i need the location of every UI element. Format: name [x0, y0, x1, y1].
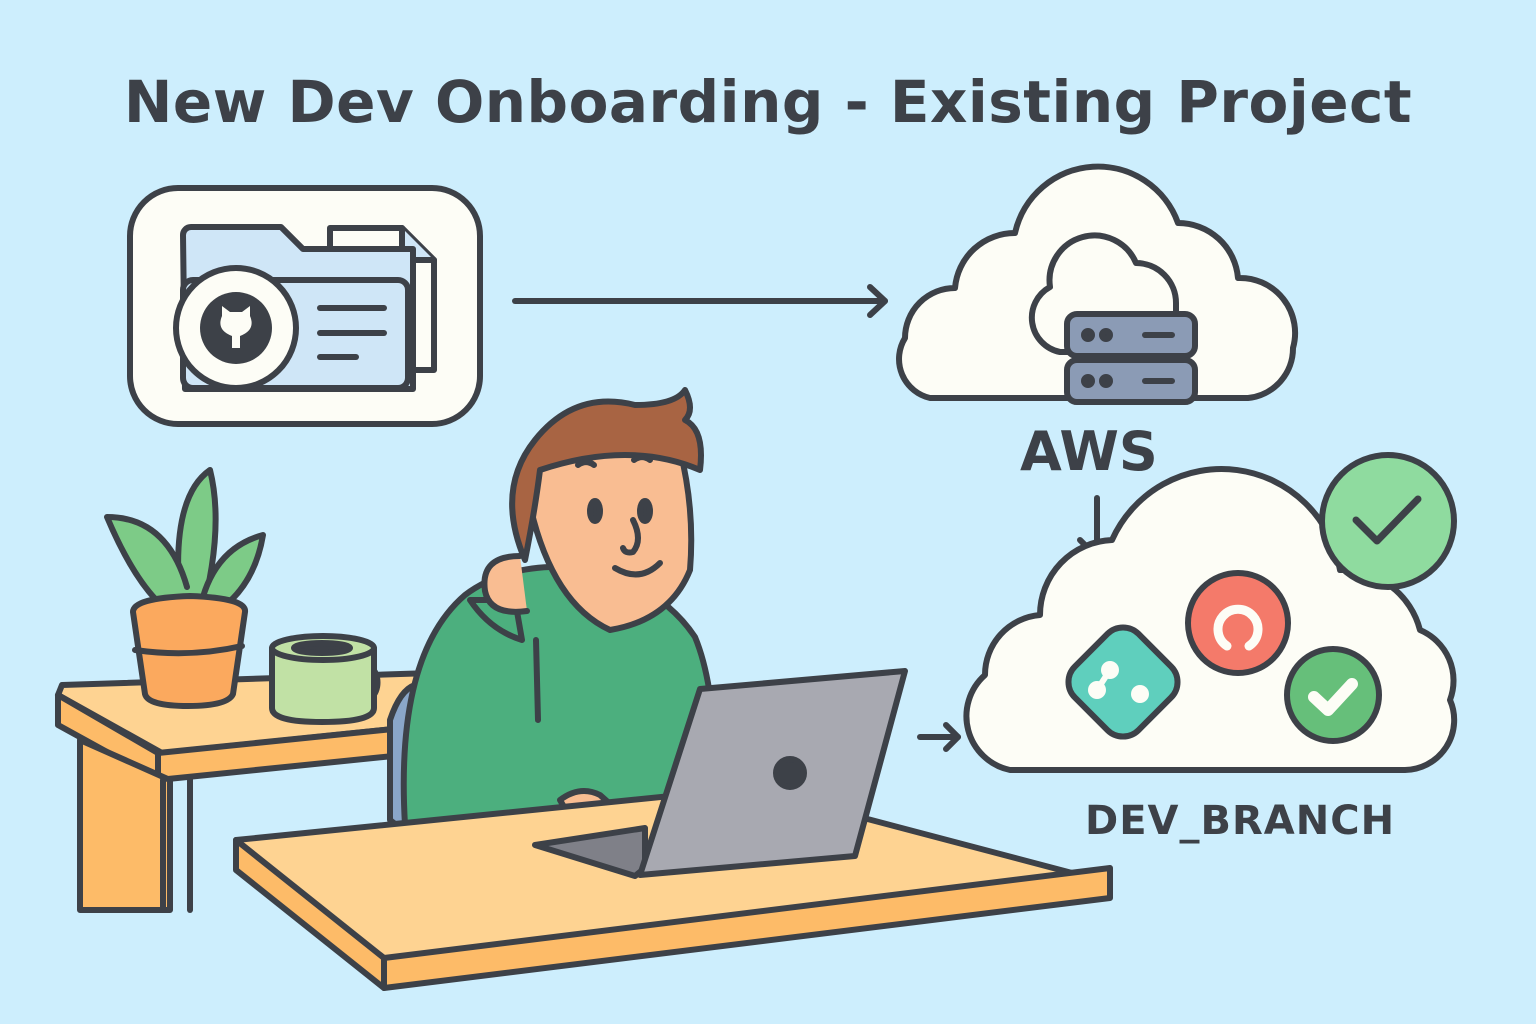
check-icon	[1284, 646, 1382, 744]
check-circle-icon	[1319, 452, 1457, 590]
dev-branch-cloud-icon	[963, 452, 1458, 773]
git-branch-icon	[1065, 624, 1181, 740]
plant-icon	[104, 467, 266, 709]
coffee-mug-icon	[269, 633, 381, 725]
dev-branch-label: DEV_BRANCH	[1085, 798, 1396, 844]
refresh-icon	[1185, 570, 1291, 676]
aws-cloud-icon	[896, 163, 1299, 405]
laptop-icon	[532, 668, 908, 879]
desk	[233, 785, 1113, 991]
github-repo-icon	[127, 185, 483, 427]
aws-label: AWS	[1020, 420, 1158, 483]
developer-avatar	[400, 387, 719, 848]
page-title: New Dev Onboarding - Existing Project	[123, 68, 1413, 136]
